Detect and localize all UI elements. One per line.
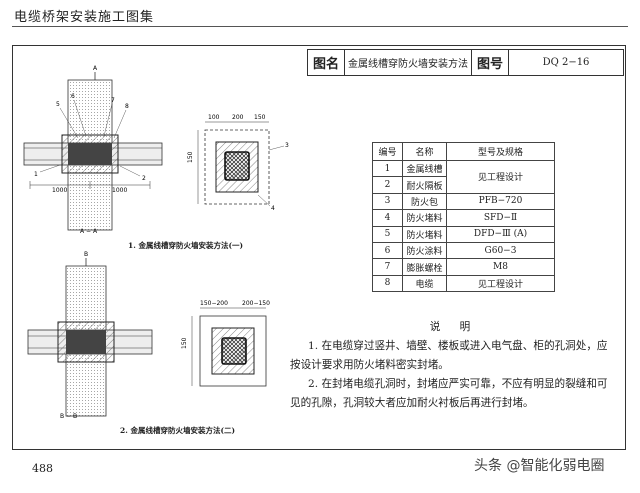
marker-a: A bbox=[93, 65, 98, 72]
caption-fig1: 1. 金属线槽穿防火墙安装方法(一) bbox=[128, 241, 244, 250]
drawing-name: 金属线槽穿防火墙安装方法 bbox=[345, 50, 472, 75]
cell-spec: PFB−720 bbox=[446, 192, 555, 211]
cell-spec: 见工程设计 bbox=[446, 160, 555, 194]
fig2-seal bbox=[66, 330, 106, 354]
cell-name: 防火堵料 bbox=[402, 209, 447, 227]
note-item: 2. 在封堵电缆孔洞时，封堵应严实可靠，不应有明显的裂缝和可见的孔隙，孔洞较大者… bbox=[290, 378, 608, 409]
notes-title: 说 明 bbox=[429, 321, 479, 333]
code-label: 图号 bbox=[472, 50, 509, 75]
cell-name: 防火涂料 bbox=[402, 241, 447, 260]
cell-no: 2 bbox=[372, 176, 403, 194]
dim-150-fig2: 150 bbox=[181, 337, 188, 349]
tag-3: 3 bbox=[285, 142, 289, 149]
fig2-end-view: 150−200 200−150 150 bbox=[181, 300, 270, 387]
tag-5: 5 bbox=[56, 101, 60, 108]
drawing-code: DQ 2−16 bbox=[542, 57, 590, 68]
cell-spec: SFD−Ⅱ bbox=[446, 209, 555, 227]
title-label: 图名 bbox=[308, 50, 345, 75]
caption-fig2: 2. 金属线槽穿防火墙安装方法(二) bbox=[120, 426, 236, 435]
cell-name: 防火包 bbox=[402, 192, 447, 211]
section-aa-label: A − A bbox=[80, 228, 98, 235]
cell-spec: G60−3 bbox=[446, 241, 555, 260]
book-title: 电缆桥架安装施工图集 bbox=[14, 10, 155, 25]
dim-200: 200 bbox=[232, 114, 244, 121]
fig1-seal bbox=[68, 143, 112, 165]
dim-150-side: 150 bbox=[187, 151, 194, 163]
cell-no: 8 bbox=[372, 274, 403, 293]
cell-name: 膨胀螺栓 bbox=[402, 258, 447, 276]
cell-no: 3 bbox=[372, 192, 403, 211]
cell-name: 防火堵料 bbox=[402, 225, 447, 243]
cell-no: 4 bbox=[372, 209, 403, 227]
watermark: 头条 @智能化弱电圈 bbox=[474, 458, 605, 474]
tag-7: 7 bbox=[111, 97, 115, 104]
cell-no: 1 bbox=[372, 159, 403, 178]
dim-100: 100 bbox=[208, 114, 220, 121]
header-rule bbox=[12, 26, 628, 27]
tag-1: 1 bbox=[34, 171, 38, 178]
fig1-cable-bundle bbox=[224, 151, 250, 181]
fig1-end-view: 100 200 150 150 3 4 bbox=[187, 114, 289, 212]
notes-section: 说 明 1. 在电缆穿过竖井、墙壁、楼板或进入电气盘、柜的孔洞处，应按设计要求用… bbox=[290, 318, 618, 413]
tag-6: 6 bbox=[71, 93, 75, 100]
header-spec: 型号及规格 bbox=[446, 142, 555, 161]
cell-no: 5 bbox=[372, 225, 403, 243]
dim-150-top: 150 bbox=[254, 114, 266, 121]
cell-name: 电缆 bbox=[402, 274, 447, 293]
marker-b: B bbox=[84, 251, 88, 258]
tag-2: 2 bbox=[142, 175, 146, 182]
fig2-section: B − B B bbox=[27, 251, 153, 420]
cell-spec: M8 bbox=[446, 258, 555, 276]
header-no: 编号 bbox=[372, 142, 403, 161]
cell-name: 金属线槽 bbox=[402, 159, 447, 178]
header-name: 名称 bbox=[402, 142, 447, 161]
dim-1000-left: 1000 bbox=[52, 187, 67, 194]
drawing-frame bbox=[12, 45, 626, 450]
dim-1000-right: 1000 bbox=[112, 187, 127, 194]
fig2-cable-bundle bbox=[221, 337, 247, 365]
fig1-section: 1000 1000 A − A A 5 6 7 8 1 2 bbox=[23, 65, 163, 235]
parts-table-header: 编号 名称 型号及规格 bbox=[372, 142, 555, 161]
section-bb-label: B − B bbox=[60, 413, 77, 420]
title-block: 图名 金属线槽穿防火墙安装方法 图号 DQ 2−16 bbox=[307, 49, 624, 76]
cell-spec: 见工程设计 bbox=[446, 274, 555, 293]
note-item: 1. 在电缆穿过竖井、墙壁、楼板或进入电气盘、柜的孔洞处，应按设计要求用防火堵料… bbox=[290, 340, 608, 371]
cell-no: 7 bbox=[372, 258, 403, 276]
page-number: 488 bbox=[32, 462, 53, 475]
dim-200-150: 200−150 bbox=[242, 300, 270, 307]
cell-name: 耐火隔板 bbox=[402, 176, 447, 194]
cell-spec: DFD−Ⅲ (A) bbox=[446, 225, 555, 243]
tag-8: 8 bbox=[125, 103, 129, 110]
cell-no: 6 bbox=[372, 241, 403, 260]
dim-150-200: 150−200 bbox=[200, 300, 228, 307]
tag-4: 4 bbox=[271, 205, 275, 212]
